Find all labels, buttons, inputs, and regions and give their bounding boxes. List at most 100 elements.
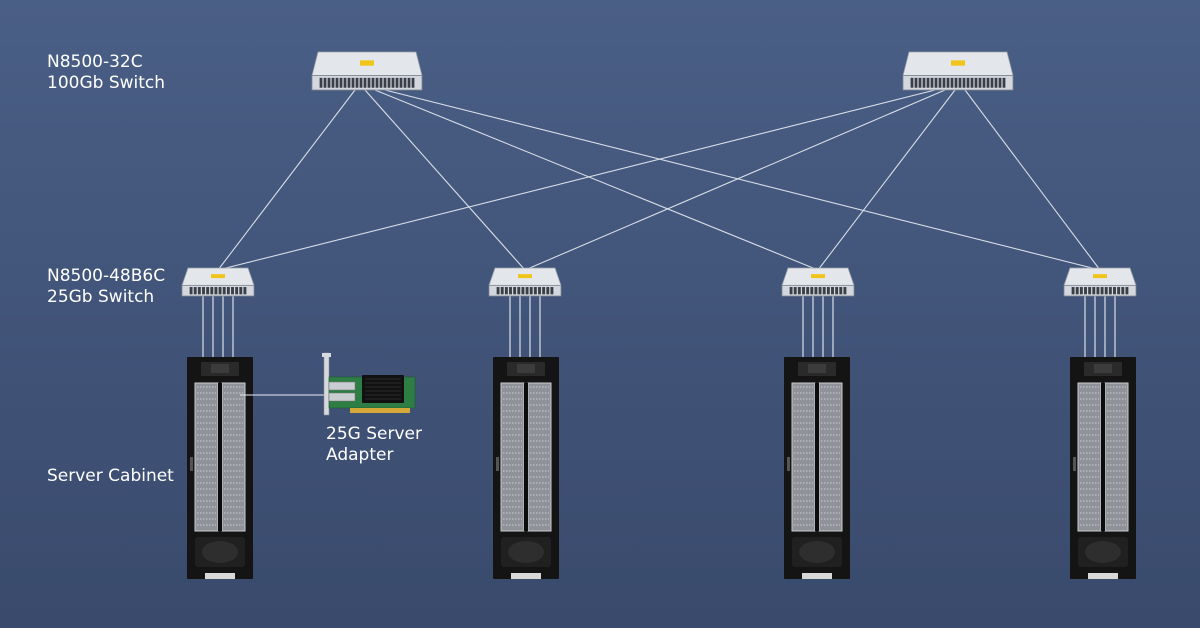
spine-switch-2-front xyxy=(902,75,1014,91)
leaf-switch-1-port xyxy=(202,287,205,295)
leaf-switch-3-port xyxy=(789,287,793,295)
server-adapter-line2: Adapter xyxy=(326,445,394,465)
spine-switch-1-port xyxy=(351,77,355,88)
leaf-switch-3-port xyxy=(839,287,843,295)
server-cabinet-4-bottom-fan xyxy=(1085,541,1121,563)
leaf-switch-2 xyxy=(488,267,562,297)
spine-switch-2-port xyxy=(910,77,914,88)
leaf-switch-1-port xyxy=(197,287,201,295)
spine-switch-1-port xyxy=(335,77,339,88)
spine-switch-1-port xyxy=(379,77,383,88)
server-cabinet-4-top-fan xyxy=(1094,364,1112,373)
spine-switch-2-port xyxy=(990,77,994,88)
leaf-switch-4-port xyxy=(1084,287,1087,295)
server-cabinet-4 xyxy=(1070,357,1136,579)
leaf-switch-2-port xyxy=(504,287,508,295)
leaf-switch-4-port xyxy=(1117,287,1121,295)
server-cabinet-3-divider xyxy=(815,383,819,531)
leaf-switch-1-port xyxy=(222,287,226,295)
spine-switch-1-port xyxy=(395,77,399,88)
server-cabinet-2-bottom-fan xyxy=(508,541,544,563)
spine-switch-1 xyxy=(311,51,423,91)
leaf-switch-4-port xyxy=(1079,287,1083,295)
spine-switch-2-port xyxy=(970,77,974,88)
leaf-switch-1-port xyxy=(206,287,210,295)
leaf-switch-3-front xyxy=(781,284,855,297)
leaf-switch-3-port xyxy=(806,287,810,295)
spine-switch-2-port xyxy=(998,77,1002,88)
leaf-switch-3 xyxy=(781,267,855,297)
spine-switch-1-port xyxy=(407,77,411,88)
link-spine1-leaf3 xyxy=(374,89,819,271)
leaf-switch-3-port xyxy=(843,287,847,295)
spine-switch-1-port xyxy=(359,77,363,88)
server-cabinet-3-handle xyxy=(787,457,790,471)
leaf-switch-4-port xyxy=(1096,287,1100,295)
adapter-sfp-cage-1 xyxy=(328,381,356,391)
leaf-switch-1-port xyxy=(243,287,247,295)
leaf-switch-2-port xyxy=(538,287,541,295)
spine-switch-1-port xyxy=(327,77,331,88)
leaf-switch-label: N8500-48B6C 25Gb Switch xyxy=(47,266,165,308)
spine-switch-1-port xyxy=(383,77,387,88)
server-cabinet-2-plinth xyxy=(511,573,541,579)
spine-switch-2-port xyxy=(978,77,982,88)
leaf-switch-3-port xyxy=(810,287,814,295)
leaf-switch-2-port xyxy=(521,287,525,295)
leaf-switch-2-port xyxy=(550,287,554,295)
spine-switch-1-port xyxy=(391,77,395,88)
leaf-switch-3-port xyxy=(814,287,818,295)
spine-switch-model: N8500-32C xyxy=(47,52,143,72)
spine-switch-1-port xyxy=(343,77,347,88)
devices xyxy=(181,51,1137,579)
server-cabinet-text: Server Cabinet xyxy=(47,466,174,486)
spine-switch-1-port xyxy=(331,77,335,88)
server-cabinet-1-top-fan xyxy=(211,364,229,373)
leaf-switch-desc: 25Gb Switch xyxy=(47,287,155,307)
spine-switch-1-port xyxy=(339,77,343,88)
server-cabinet-2-divider xyxy=(524,383,528,531)
spine-switch-1-port xyxy=(323,77,327,88)
spine-switch-1-port xyxy=(387,77,391,88)
adapter-bracket-tab xyxy=(322,353,331,357)
leaf-switch-2-port xyxy=(517,287,521,295)
server-cabinet-3-top-fan xyxy=(808,364,826,373)
server-cabinet-4-divider xyxy=(1101,383,1105,531)
leaf-switch-2-port xyxy=(546,287,550,295)
leaf-switch-2-port xyxy=(533,287,537,295)
link-spine1-leaf1 xyxy=(217,89,356,271)
spine-switch-2-port xyxy=(966,77,970,88)
spine-switch-1-port xyxy=(319,77,323,88)
leaf-switch-2-front xyxy=(488,284,562,297)
leaf-switch-3-port xyxy=(831,287,834,295)
spine-switch-2-port xyxy=(934,77,938,88)
spine-switch-2-port xyxy=(950,77,954,88)
leaf-switch-4-front xyxy=(1063,284,1137,297)
leaf-switch-3-label-sticker xyxy=(811,274,825,279)
leaf-switch-model: N8500-48B6C xyxy=(47,266,166,286)
spine-switch-2-port xyxy=(930,77,934,88)
leaf-switch-3-port xyxy=(802,287,805,295)
server-cabinet-1-bottom-fan xyxy=(202,541,238,563)
leaf-switch-4-port xyxy=(1088,287,1092,295)
leaf-switch-3-port xyxy=(835,287,839,295)
server-cabinet-1-plinth xyxy=(205,573,235,579)
spine-switch-1-port xyxy=(399,77,403,88)
server-cabinet-2-top-fan xyxy=(517,364,535,373)
spine-switch-2-port xyxy=(922,77,926,88)
leaf-switch-1-port xyxy=(239,287,243,295)
spine-switch-2-port xyxy=(918,77,922,88)
leaf-switch-1-port xyxy=(210,287,214,295)
spine-switch-1-port xyxy=(363,77,367,88)
leaf-switch-4-port xyxy=(1104,287,1108,295)
link-spine2-leaf4 xyxy=(964,89,1101,271)
leaf-switch-4-port xyxy=(1092,287,1096,295)
spine-switch-2-port xyxy=(942,77,946,88)
server-cabinet-label: Server Cabinet xyxy=(47,466,174,487)
spine-switch-2 xyxy=(902,51,1014,91)
server-cabinet-3-plinth xyxy=(802,573,832,579)
leaf-switch-1 xyxy=(181,267,255,297)
spine-switch-2-port xyxy=(938,77,942,88)
adapter-pcie-connector xyxy=(350,408,410,413)
